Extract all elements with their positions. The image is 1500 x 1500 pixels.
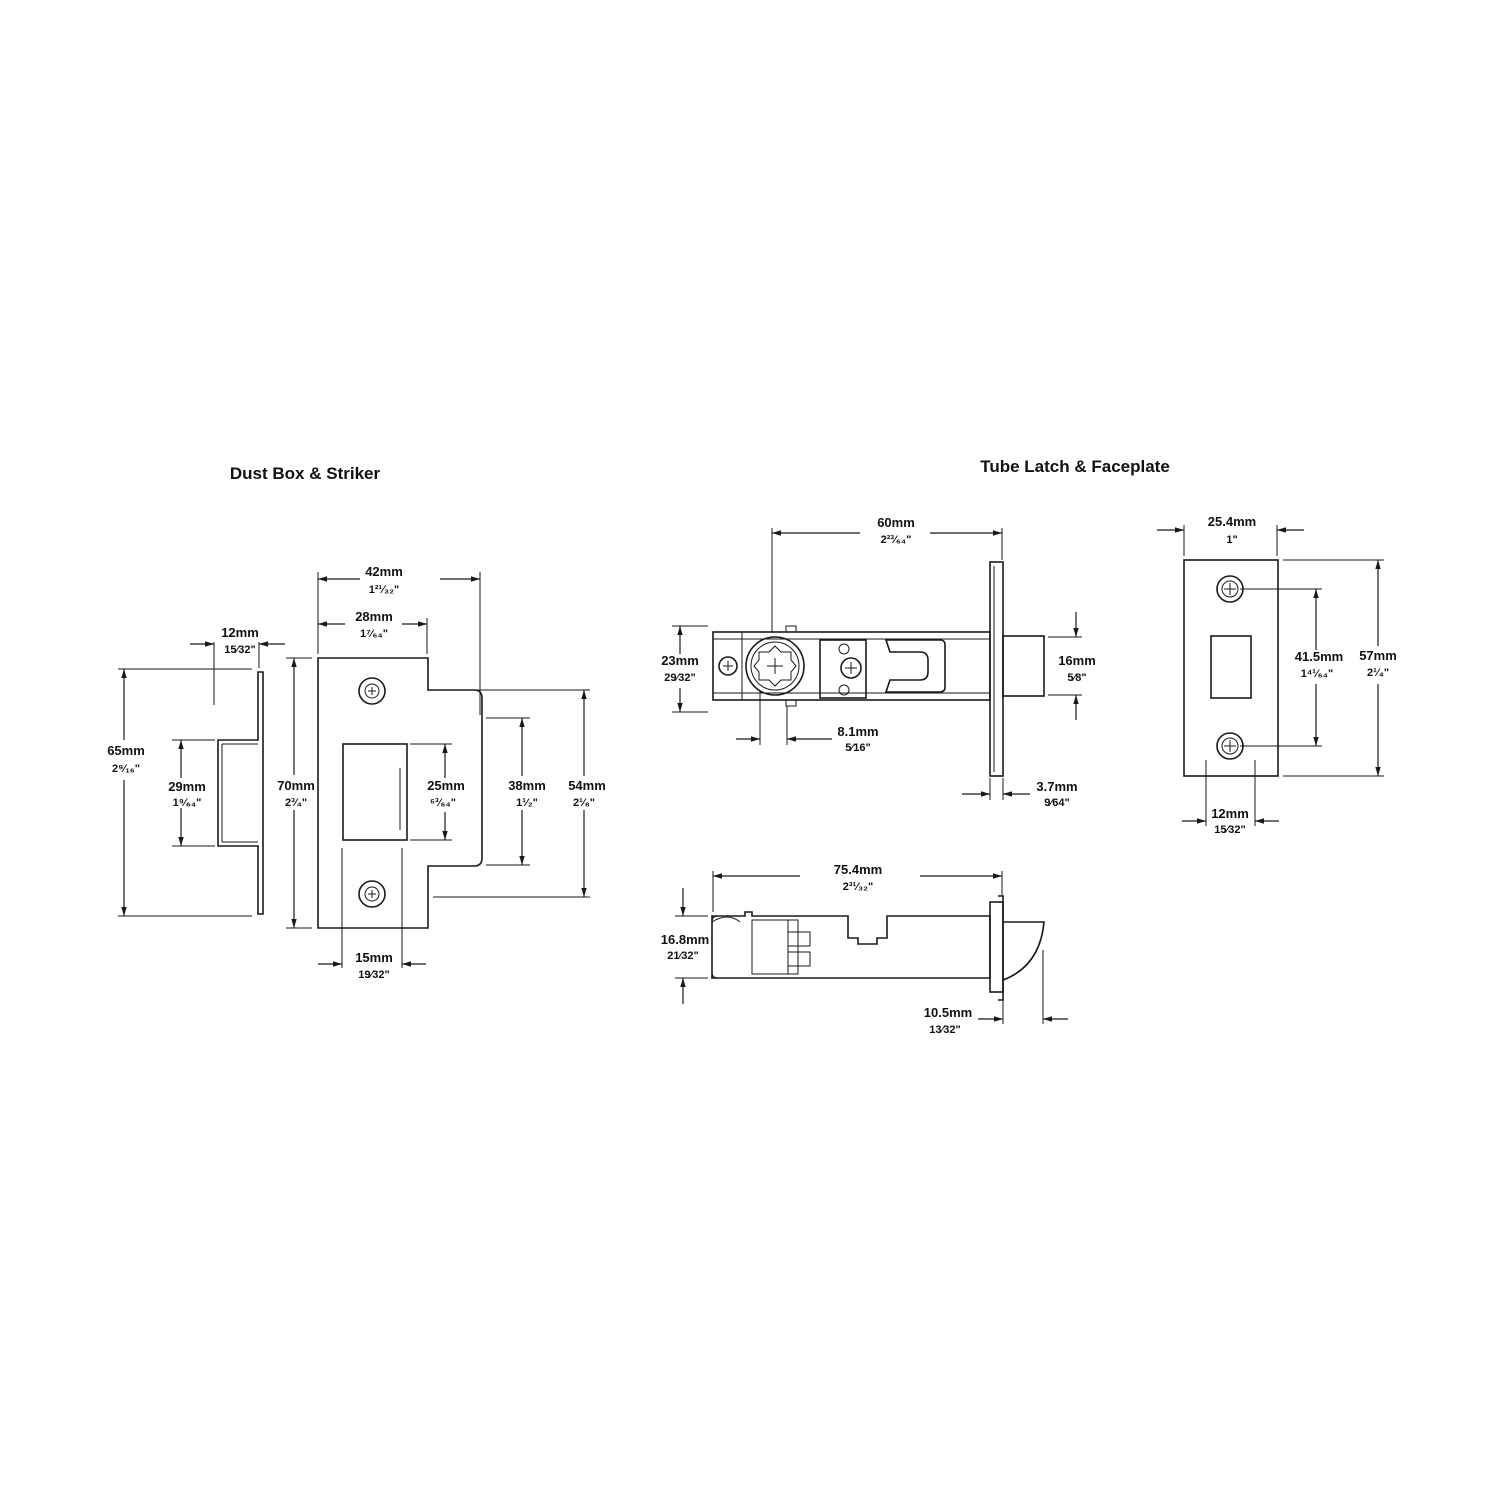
dimension-d54-imperial: 2¹⁄₈" — [573, 797, 595, 809]
dimension-d254-metric: 25.4mm — [1208, 514, 1256, 529]
dimension-d415-imperial: 1⁴¹⁄₆₄" — [1301, 668, 1334, 680]
dimension-d38-metric: 38mm — [508, 778, 546, 793]
dim-60mm: 60mm 2²³⁄₆₄" — [771, 515, 1003, 632]
dim-57mm: 57mm 2¹⁄₄" — [1283, 559, 1397, 777]
dim-12mm-faceplate: 12mm 15⁄32" — [1182, 760, 1279, 836]
dimension-d15-imperial: 19⁄32" — [358, 969, 390, 981]
dim-23mm: 23mm 29⁄32" — [661, 625, 708, 713]
dimension-d415-metric: 41.5mm — [1295, 649, 1343, 664]
dimension-d29-imperial: 1⁹⁄₆₄" — [173, 797, 202, 809]
dimension-d12a-imperial: 15⁄32" — [224, 644, 256, 656]
dimension-d29-metric: 29mm — [168, 779, 206, 794]
dim-3-7mm: 3.7mm 9⁄64" — [962, 778, 1078, 809]
dimension-d16-imperial: 5⁄8" — [1067, 672, 1086, 684]
dimension-d28-imperial: 1⁷⁄₆₄" — [360, 628, 388, 640]
dim-70mm: 70mm 2³⁄₄" — [277, 657, 315, 929]
faceplate-drawing — [1183, 559, 1279, 777]
dim-16-8mm: 16.8mm 21⁄32" — [661, 888, 709, 1004]
striker-plate-drawing — [317, 657, 483, 929]
dimension-d25-metric: 25mm — [427, 778, 465, 793]
dimension-d60-metric: 60mm — [877, 515, 915, 530]
dimension-d70-imperial: 2³⁄₄" — [285, 797, 307, 809]
dimension-d81-metric: 8.1mm — [837, 724, 878, 739]
dimension-d38-imperial: 1¹⁄₂" — [516, 797, 538, 809]
dimension-d12b-metric: 12mm — [1211, 806, 1249, 821]
tube-latch-side-drawing — [711, 895, 1045, 1001]
dim-15mm: 15mm 19⁄32" — [318, 848, 426, 981]
dimension-d28-metric: 28mm — [355, 609, 393, 624]
dimension-d754-imperial: 2³¹⁄₃₂" — [843, 881, 873, 893]
title-tube-latch-faceplate: Tube Latch & Faceplate — [980, 457, 1170, 476]
dim-28mm: 28mm 1⁷⁄₆₄" — [318, 609, 428, 654]
dimension-d168-imperial: 21⁄32" — [667, 950, 699, 962]
dimension-d15-metric: 15mm — [355, 950, 393, 965]
dim-38mm: 38mm 1¹⁄₂" — [486, 717, 546, 866]
dim-12mm-dustbox: 12mm 15⁄32" — [190, 625, 285, 705]
dimension-d37-imperial: 9⁄64" — [1044, 797, 1069, 809]
dim-65mm: 65mm 2⁹⁄₁₆" — [107, 668, 252, 917]
dimension-d23-metric: 23mm — [661, 653, 699, 668]
tube-latch-top-drawing — [712, 561, 1045, 777]
dimension-d105-metric: 10.5mm — [924, 1005, 972, 1020]
dim-75-4mm: 75.4mm 2³¹⁄₃₂" — [712, 862, 1003, 912]
dimension-d42-imperial: 1²¹⁄₃₂" — [369, 584, 399, 596]
dimension-d42-metric: 42mm — [365, 564, 403, 579]
dim-8-1mm: 8.1mm 5⁄16" — [736, 690, 879, 754]
dimension-d81-imperial: 5⁄16" — [845, 742, 870, 754]
dim-16mm: 16mm 5⁄8" — [1048, 612, 1096, 720]
dimension-d16-metric: 16mm — [1058, 653, 1096, 668]
dimension-d37-metric: 3.7mm — [1036, 779, 1077, 794]
dimension-d60-imperial: 2²³⁄₆₄" — [881, 534, 912, 546]
dim-54mm: 54mm 2¹⁄₈" — [433, 689, 606, 898]
dimension-d70-metric: 70mm — [277, 778, 315, 793]
dimension-d65-imperial: 2⁹⁄₁₆" — [112, 763, 140, 775]
dust-box-drawing — [217, 671, 264, 915]
dimension-d105-imperial: 13⁄32" — [929, 1024, 961, 1036]
dimension-d754-metric: 75.4mm — [834, 862, 882, 877]
dim-41-5mm: 41.5mm 1⁴¹⁄₆₄" — [1240, 588, 1343, 747]
dim-10-5mm: 10.5mm 13⁄32" — [924, 950, 1068, 1036]
title-dust-box-striker: Dust Box & Striker — [230, 464, 381, 483]
dimension-d54-metric: 54mm — [568, 778, 606, 793]
dim-25-4mm: 25.4mm 1" — [1157, 514, 1304, 556]
dimension-d57-metric: 57mm — [1359, 648, 1397, 663]
dim-25mm: 25mm ⁶³⁄₆₄" — [410, 743, 465, 841]
dimension-d254-imperial: 1" — [1226, 534, 1237, 546]
dimension-d12b-imperial: 15⁄32" — [1214, 824, 1246, 836]
dim-42mm: 42mm 1²¹⁄₃₂" — [317, 564, 481, 715]
dimension-d65-metric: 65mm — [107, 743, 145, 758]
dimension-d25-imperial: ⁶³⁄₆₄" — [430, 797, 456, 809]
dimension-d168-metric: 16.8mm — [661, 932, 709, 947]
dimension-d57-imperial: 2¹⁄₄" — [1367, 667, 1389, 679]
dimension-d12a-metric: 12mm — [221, 625, 259, 640]
dimension-d23-imperial: 29⁄32" — [664, 672, 696, 684]
dim-29mm: 29mm 1⁹⁄₆₄" — [168, 739, 215, 847]
